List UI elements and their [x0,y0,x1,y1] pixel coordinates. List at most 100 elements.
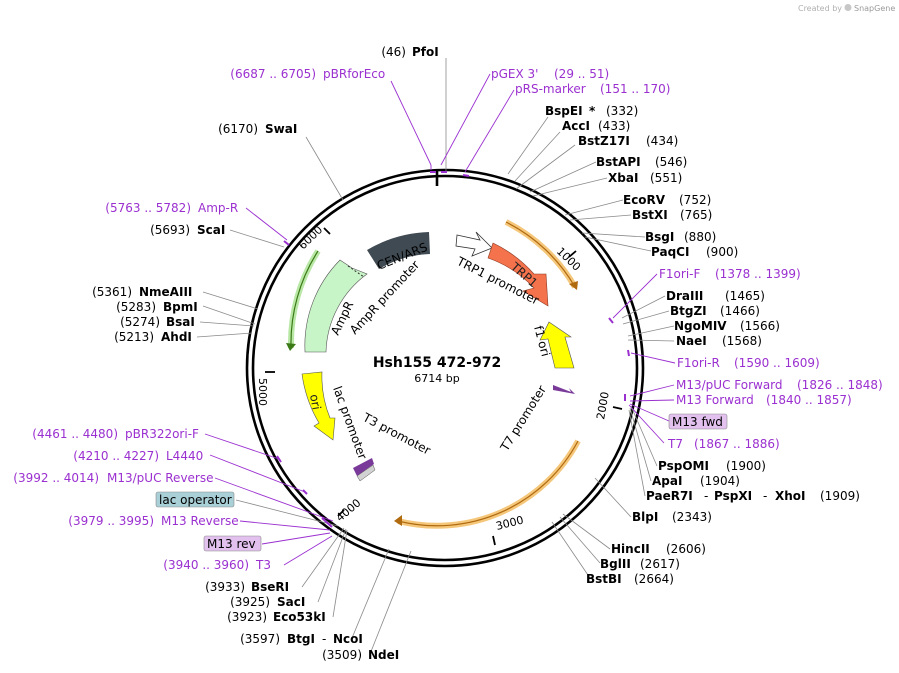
ngomiv-name: NgoMIV [674,319,727,333]
lac-operator-box[interactable] [155,491,235,508]
ndei-name: NdeI [368,648,399,662]
m13-fwd-box-label: M13 fwd [672,415,723,429]
t7-promoter-label: T7 promoter [497,383,549,454]
ngomiv-pos: (1566) [740,319,780,333]
pbr322ori-f-pos: (4461 .. 4480) [32,427,118,441]
acci-name: AccI [562,119,590,133]
btgi-name: BtgI [287,632,315,646]
btgzi-name: BtgZI [670,304,707,318]
tick-label-3000: 3000 [495,514,525,533]
amp-r-pos: (5763 .. 5782) [105,201,191,215]
scai-pos: (5693) [150,223,190,237]
pfoi-pos: (46) [381,45,406,59]
prs-marker-name: pRS-marker [515,82,586,96]
watermark-brand: SnapGene [854,4,895,13]
paqci-pos: (900) [706,245,738,259]
ncoi-name: NcoI [333,632,363,646]
tick-label-5000: 5000 [256,378,269,406]
blpi-name: BlpI [632,510,658,524]
bspei-name: BspEI [545,104,583,118]
saci-name: SacI [277,595,305,609]
ecorv-name: EcoRV [623,193,666,207]
ampr-feature[interactable] [304,259,368,353]
m13puc-fwd-name: M13/pUC Forward [676,378,783,392]
ori-feature[interactable] [301,371,336,441]
m13-reverse-name: M13 Reverse [161,514,239,528]
bsgi-name: BsgI [645,230,674,244]
nmeaiii-pos: (5361) [92,285,132,299]
bpmi-name: BpmI [163,300,198,314]
pgex3-pos: (29 .. 51) [554,67,609,81]
t3-name: T3 [255,558,271,572]
t7-marker [553,385,575,394]
bstz17i-pos: (434) [646,134,678,148]
t7-pos: (1867 .. 1886) [694,437,780,451]
lac-operator-box-label: lac operator [159,493,232,507]
pbrforeco-pos: (6687 .. 6705) [230,67,316,81]
xbai-pos: (551) [650,171,682,185]
draiii-pos: (1465) [725,289,765,303]
f1ori-r-pos: (1590 .. 1609) [734,356,820,370]
tick-label-4000: 4000 [334,496,364,524]
watermark-prefix: Created by [798,4,842,13]
trp1-feature[interactable] [487,242,549,307]
features [301,231,575,482]
hincii-name: HincII [611,542,650,556]
trp1-promoter-feature[interactable] [455,231,493,257]
bsgi-pos: (880) [684,230,716,244]
f1-ori-feature[interactable] [539,321,575,369]
primer-marks [276,171,630,528]
pbr322ori-f-name: pBR322ori-F [125,427,199,441]
l4440-name: L4440 [166,449,203,463]
bstxi-pos: (765) [680,208,712,222]
btgi-ncoi-pos: (3597) [240,632,280,646]
tick-label-2000: 2000 [594,391,612,421]
bstz17i-name: BstZ17I [578,134,630,148]
bstxi-name: BstXI [632,208,668,222]
bstbi-pos: (2664) [634,572,674,586]
paer7i-sep2: - [763,489,767,503]
ecorv-pos: (752) [679,193,711,207]
bspei-star: * [589,104,596,118]
bspei-pos: (332) [606,104,638,118]
f1ori-f-name: F1ori-F [659,267,700,281]
m13-rev-box-label: M13 rev [207,537,256,551]
bstapi-name: BstAPI [596,155,641,169]
amp-r-name: Amp-R [198,201,238,215]
btgzi-pos: (1466) [720,304,760,318]
bstbi-name: BstBI [586,572,622,586]
ahdi-name: AhdI [161,330,192,344]
bseri-pos: (3933) [205,580,245,594]
lac-operator-marker [353,458,374,476]
f1ori-f-pos: (1378 .. 1399) [715,267,801,281]
pspxi-name: PspXI [714,489,752,503]
xbai-name: XbaI [608,171,638,185]
prs-marker-pos: (151 .. 170) [600,82,670,96]
naei-pos: (1568) [722,334,762,348]
m13-rev-box[interactable] [203,535,262,552]
cen-ars-feature[interactable] [367,232,430,269]
enzyme-connectors [196,58,675,655]
draiii-name: DraIII [666,289,703,303]
saci-pos: (3925) [230,595,270,609]
bpmi-pos: (5283) [116,300,156,314]
paer7i-name: PaeR7I [646,489,693,503]
blpi-pos: (2343) [672,510,712,524]
f1ori-r-name: F1ori-R [677,356,720,370]
eco53ki-pos: (3923) [227,610,267,624]
snapgene-logo-icon [844,4,852,11]
m13puc-fwd-pos: (1826 .. 1848) [797,378,883,392]
plasmid-length: 6714 bp [414,372,459,385]
btgi-ncoi-sep: - [322,632,326,646]
paer7i-sep1: - [704,489,708,503]
m13-fwd-box[interactable] [668,413,728,430]
m13-forward-name: M13 Forward [676,393,754,407]
m13puc-reverse-name: M13/pUC Reverse [107,471,214,485]
bglii-pos: (2617) [640,557,680,571]
scai-name: ScaI [197,223,225,237]
m13-forward-pos: (1840 .. 1857) [766,393,852,407]
naei-name: NaeI [676,334,707,348]
apai-pos: (1904) [700,474,740,488]
m13puc-reverse-pos: (3992 .. 4014) [13,471,99,485]
